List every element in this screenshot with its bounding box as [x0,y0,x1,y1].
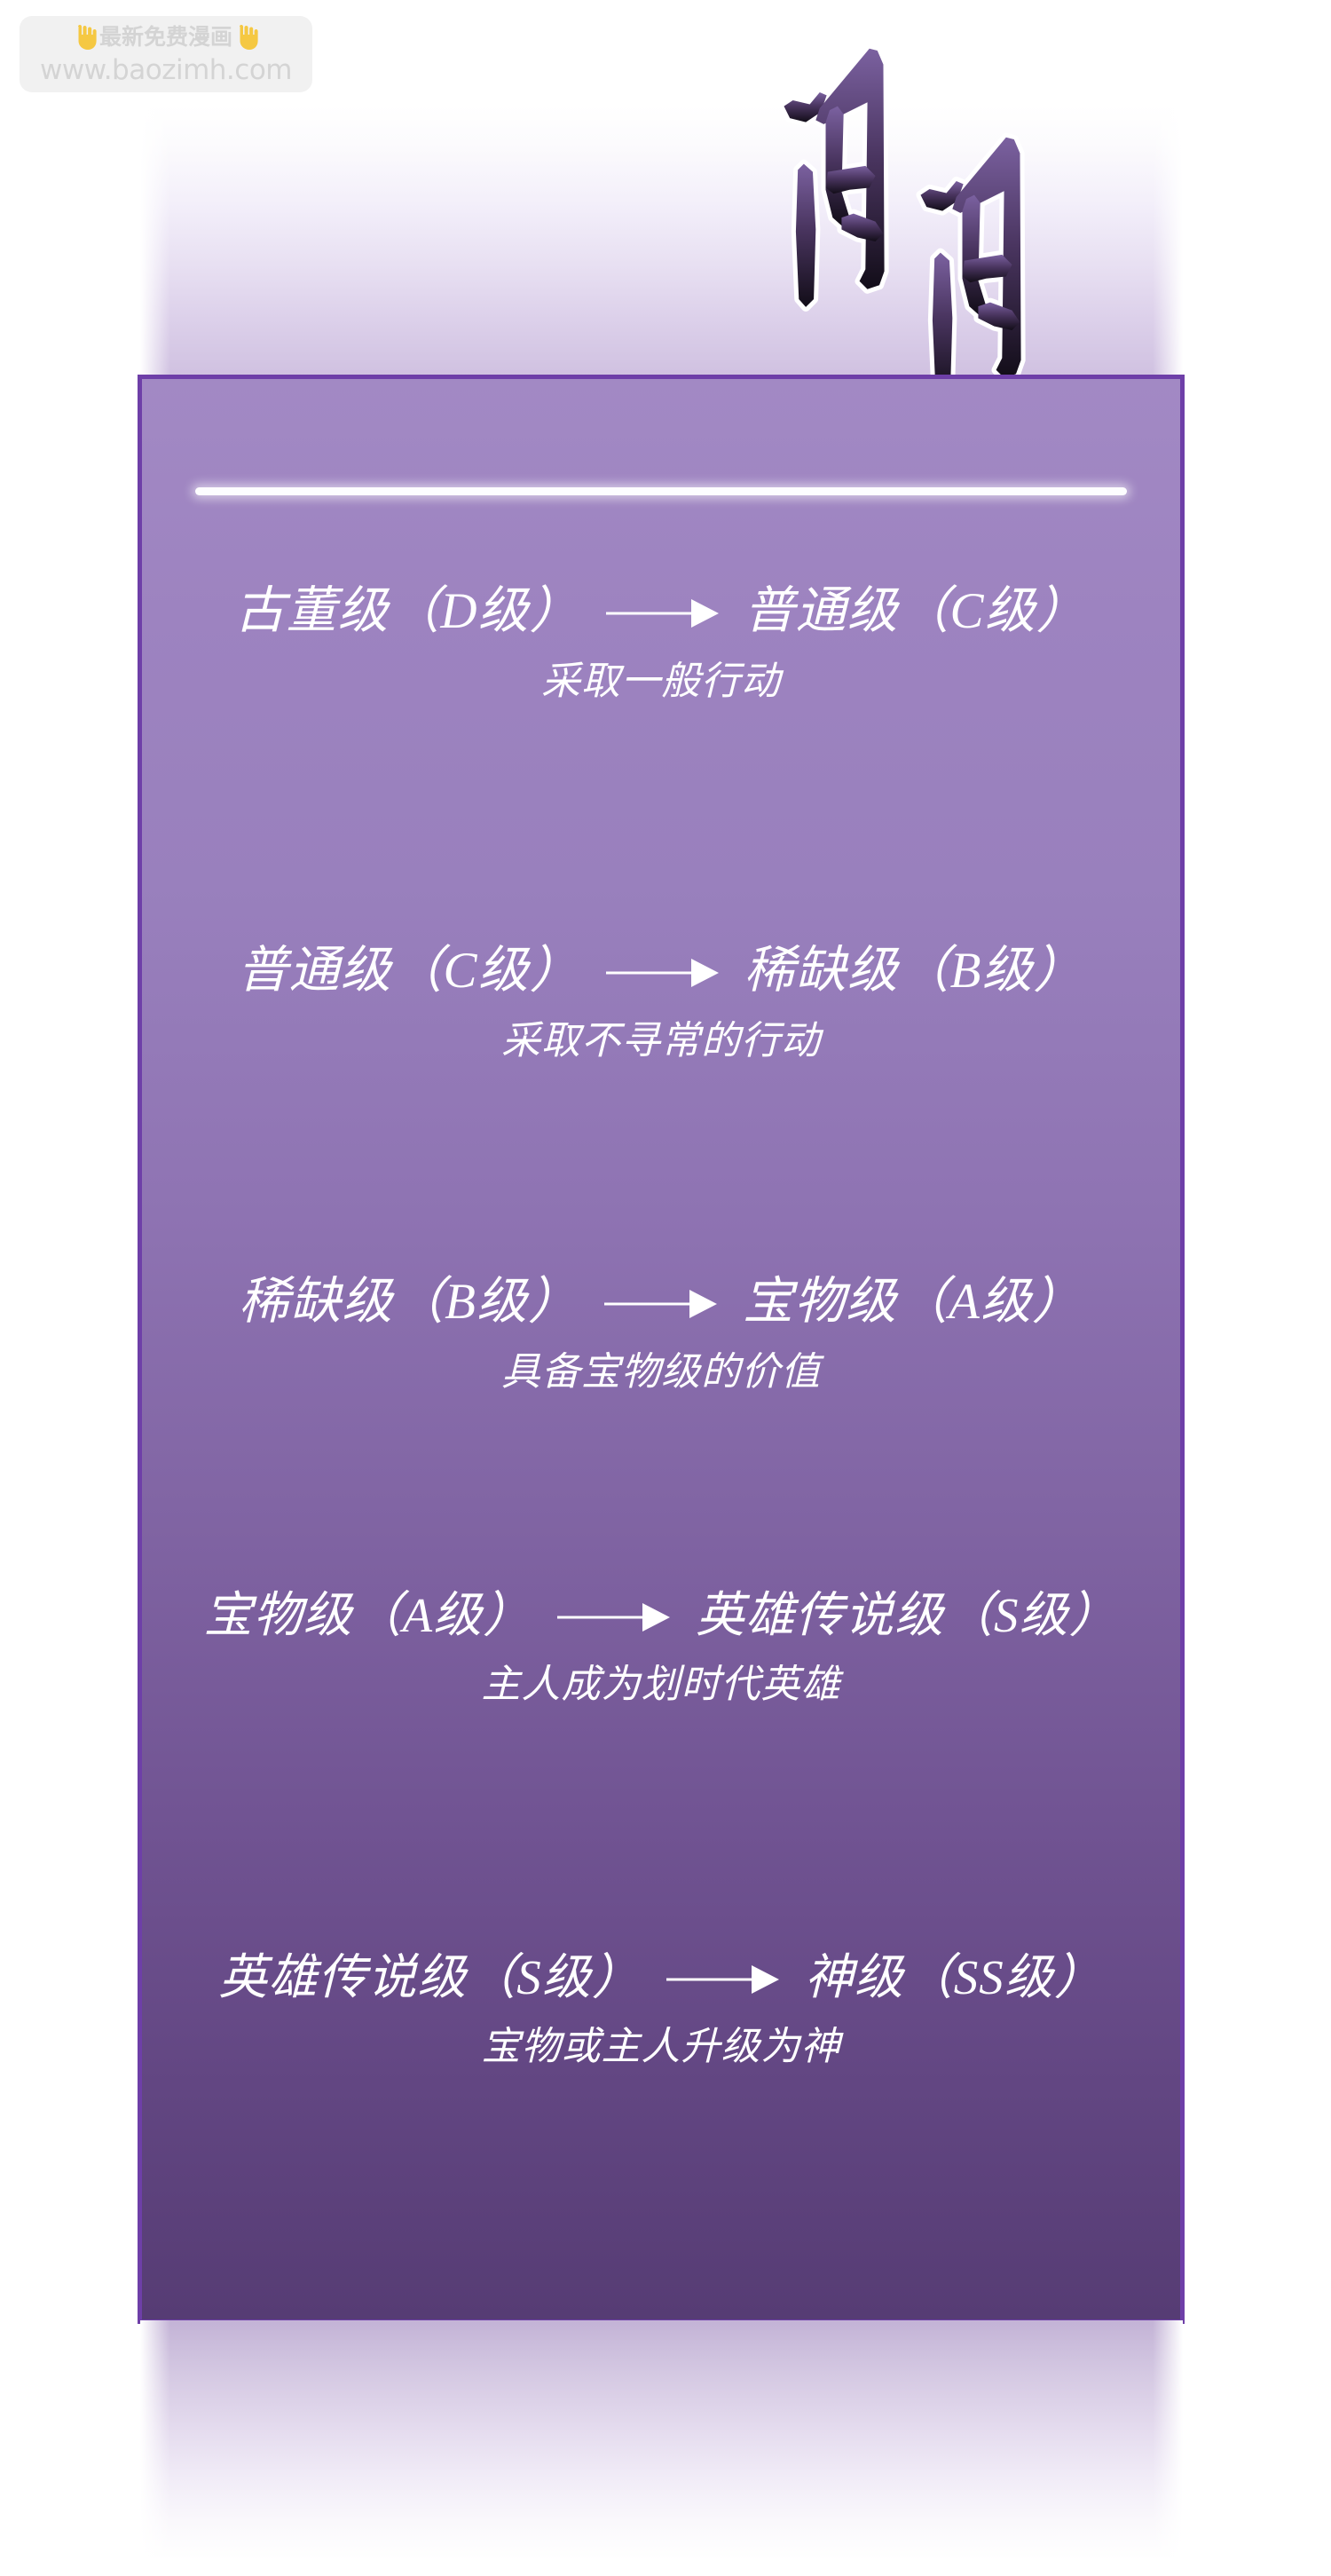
pointing-hand-icon-left [74,24,97,50]
tier-transition-4: 英雄传说级（S级） 神级（SS级） [142,1950,1180,2005]
tier-condition-0: 采取一般行动 [541,659,781,703]
tier-to-4: 神级（SS级） [804,1950,1104,2004]
arrow-right-icon [605,955,720,991]
tier-row-0: 古董级（D级） 普通级（C级） 采取一般行动 [142,583,1180,706]
tier-transition-0: 古董级（D级） 普通级（C级） [142,583,1180,640]
pointing-hand-icon-right [235,24,258,50]
tier-condition-3: 主人成为划时代英雄 [481,1662,841,1706]
tier-from-4: 英雄传说级（S级） [218,1950,642,2004]
watermark-url: www.baozimh.com [39,53,293,86]
tier-to-0: 普通级（C级） [744,583,1088,639]
tier-condition-4: 宝物或主人升级为神 [481,2024,841,2068]
rank-upgrade-panel: 古董级（D级） 普通级（C级） 采取一般行动 普通级（C级） 稀缺级（B级） 采… [138,375,1185,2324]
tier-condition-2: 具备宝物级的价值 [501,1349,821,1394]
tier-row-2: 稀缺级（B级） 宝物级（A级） 具备宝物级的价值 [142,1274,1180,1396]
site-watermark: 最新免费漫画 www.baozimh.com [20,16,312,92]
tier-transition-3: 宝物级（A级） 英雄传说级（S级） [142,1588,1180,1643]
watermark-line-1: 最新免费漫画 [74,24,258,50]
tier-transition-2: 稀缺级（B级） 宝物级（A级） [142,1274,1180,1331]
tier-from-2: 稀缺级（B级） [239,1274,579,1330]
tier-row-1: 普通级（C级） 稀缺级（B级） 采取不寻常的行动 [142,943,1180,1065]
tier-from-1: 普通级（C级） [237,943,581,999]
tier-row-3: 宝物级（A级） 英雄传说级（S级） 主人成为划时代英雄 [142,1588,1180,1709]
tier-row-4: 英雄传说级（S级） 神级（SS级） 宝物或主人升级为神 [142,1950,1180,2071]
panel-top-gradient-fade [140,105,1183,380]
panel-bottom-gradient-fade [140,2320,1183,2560]
tier-to-1: 稀缺级（B级） [744,943,1085,999]
tier-transition-1: 普通级（C级） 稀缺级（B级） [142,943,1180,1000]
arrow-right-icon [666,1962,780,1997]
arrow-right-icon [604,1286,718,1322]
tier-from-3: 宝物级（A级） [203,1588,533,1642]
tier-to-2: 宝物级（A级） [743,1274,1083,1330]
tier-condition-1: 采取不寻常的行动 [501,1018,821,1063]
header-divider [195,487,1127,495]
tier-from-0: 古董级（D级） [234,583,581,639]
tier-to-3: 英雄传说级（S级） [696,1588,1119,1642]
watermark-text-1: 最新免费漫画 [98,24,232,50]
arrow-right-icon [557,1600,671,1635]
arrow-right-icon [605,596,720,631]
